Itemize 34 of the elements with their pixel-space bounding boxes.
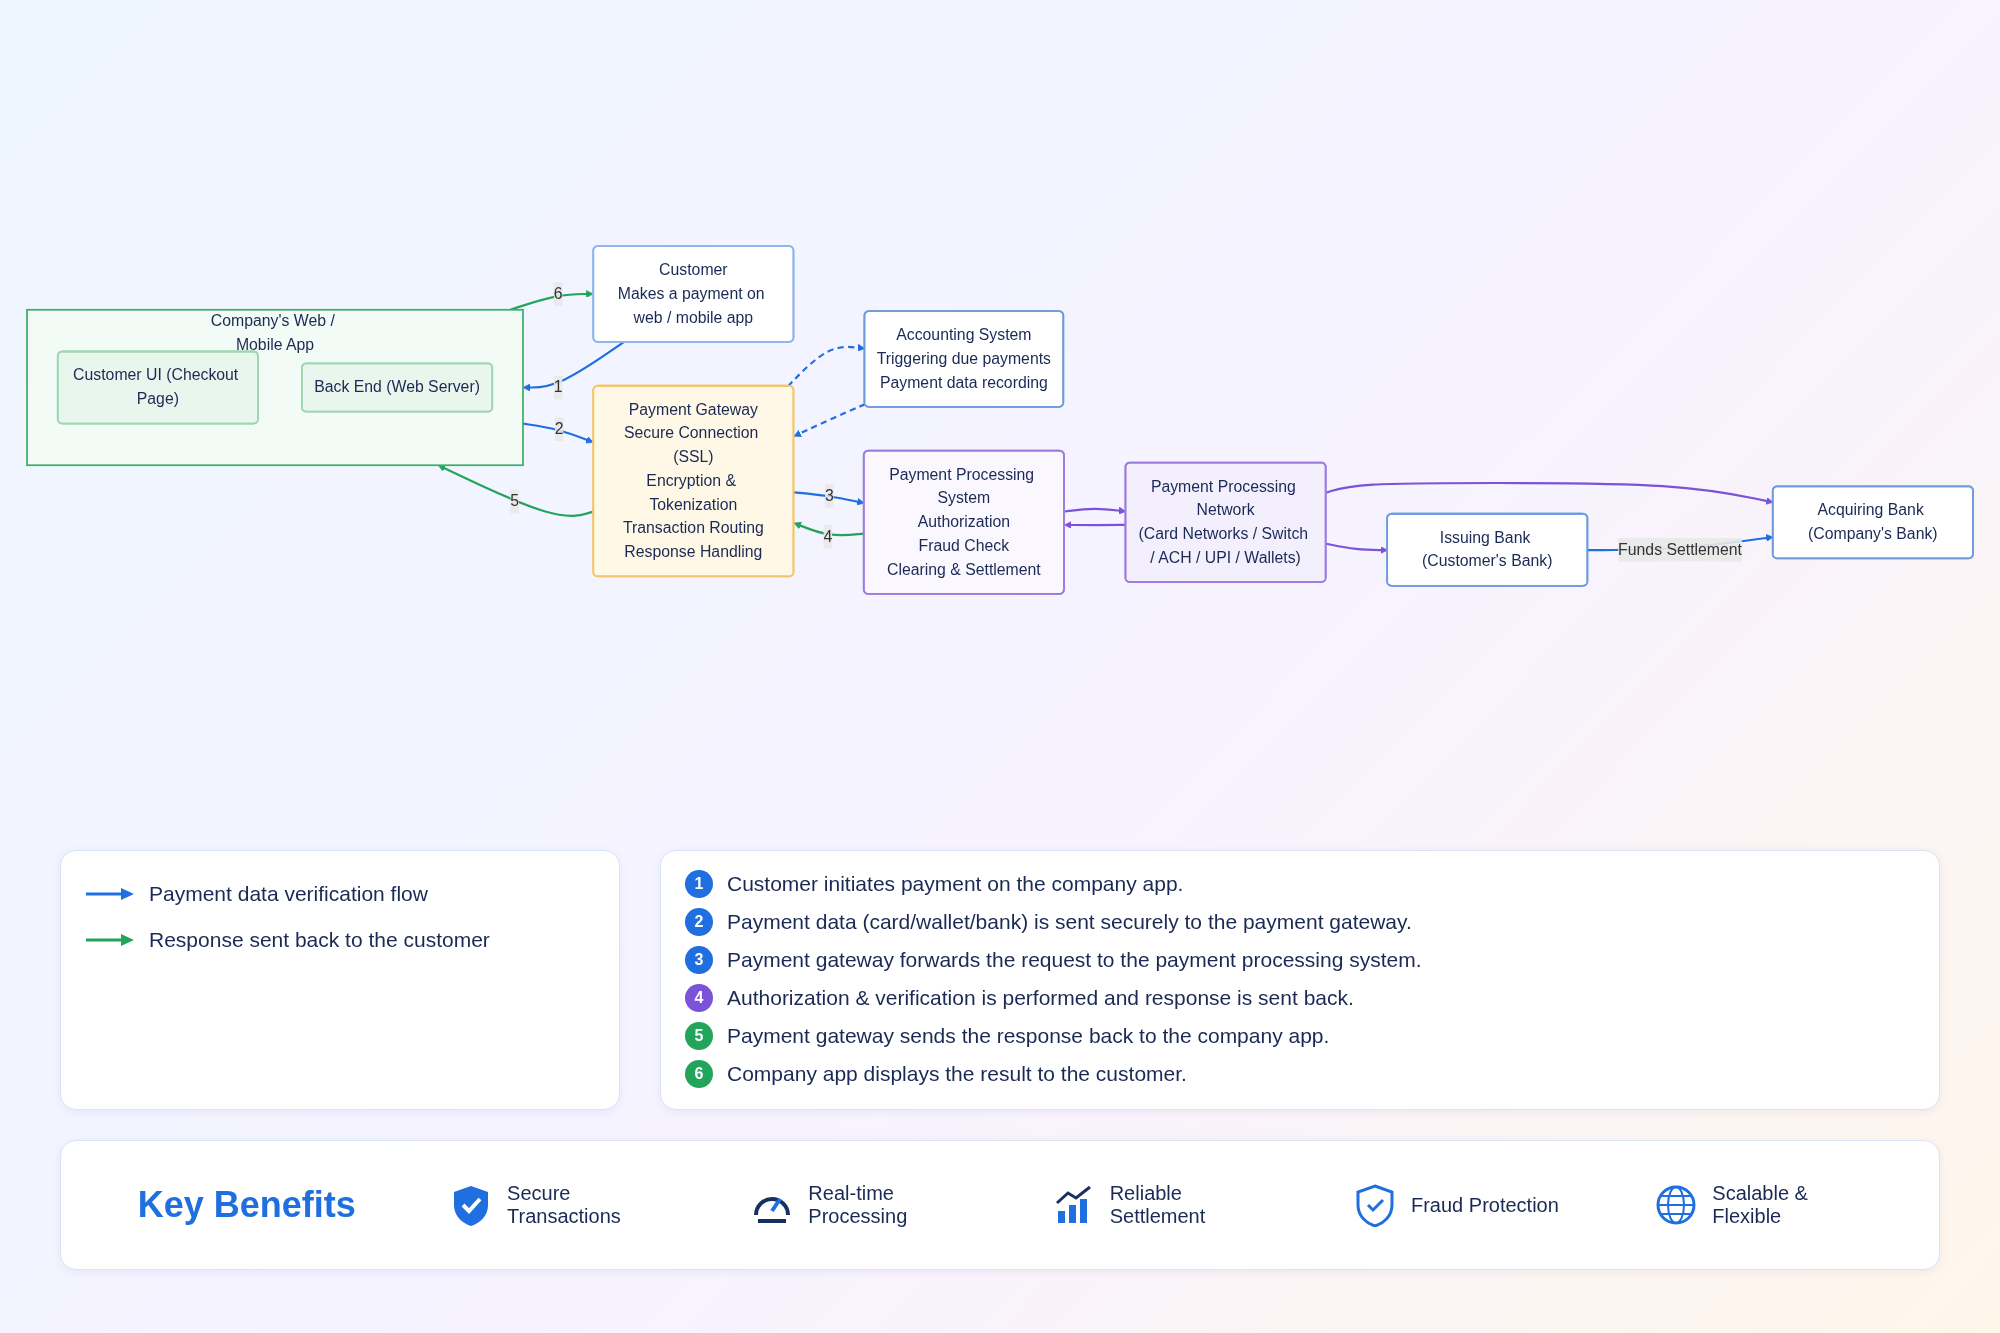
step-text: Payment data (card/wallet/bank) is sent securely to the payment gateway.: [727, 910, 1412, 934]
edge-label: Funds Settlement: [1618, 540, 1743, 559]
edge-label: 2: [554, 419, 564, 438]
arrow: [1325, 542, 1388, 554]
step-text: Authorization & verification is performed and response is sent back.: [727, 986, 1354, 1010]
arrow: [793, 403, 866, 437]
step-text: Company app displays the result to the customer.: [727, 1062, 1187, 1086]
arrow: [1064, 521, 1126, 529]
edge-label: 5: [510, 492, 520, 511]
arrow: [522, 422, 594, 444]
arrow: [522, 340, 625, 392]
step-text: Customer initiates payment on the company app.: [727, 872, 1184, 896]
benefit-text: Secure Transactions: [507, 1182, 622, 1228]
step-number: 1: [685, 870, 713, 898]
edge-label: 6: [553, 284, 563, 303]
step-number: 4: [685, 984, 713, 1012]
step-text: Payment gateway sends the response back to the company app.: [727, 1024, 1330, 1048]
benefit-text: Fraud Protection: [1411, 1193, 1560, 1217]
arrow: [509, 290, 594, 311]
edge-label: 4: [823, 527, 833, 546]
legend-text: Response sent back to the customer: [149, 928, 490, 952]
benefit-text: Real-time Processing: [808, 1182, 909, 1228]
step-number: 6: [685, 1060, 713, 1088]
arrow: [437, 464, 594, 517]
section-heading: Key Benefits: [137, 1184, 356, 1226]
benefit-text: Scalable & Flexible: [1712, 1182, 1809, 1228]
benefit-text: Reliable Settlement: [1109, 1182, 1207, 1228]
step-number: 2: [685, 908, 713, 936]
edge-label: 1: [553, 378, 563, 396]
step-number: 3: [685, 946, 713, 974]
step-text: Payment gateway forwards the request to the payment processing system.: [727, 948, 1422, 972]
legend-text: Payment data verification flow: [149, 882, 428, 906]
step-number: 5: [685, 1022, 713, 1050]
edge-label: 3: [824, 486, 834, 505]
